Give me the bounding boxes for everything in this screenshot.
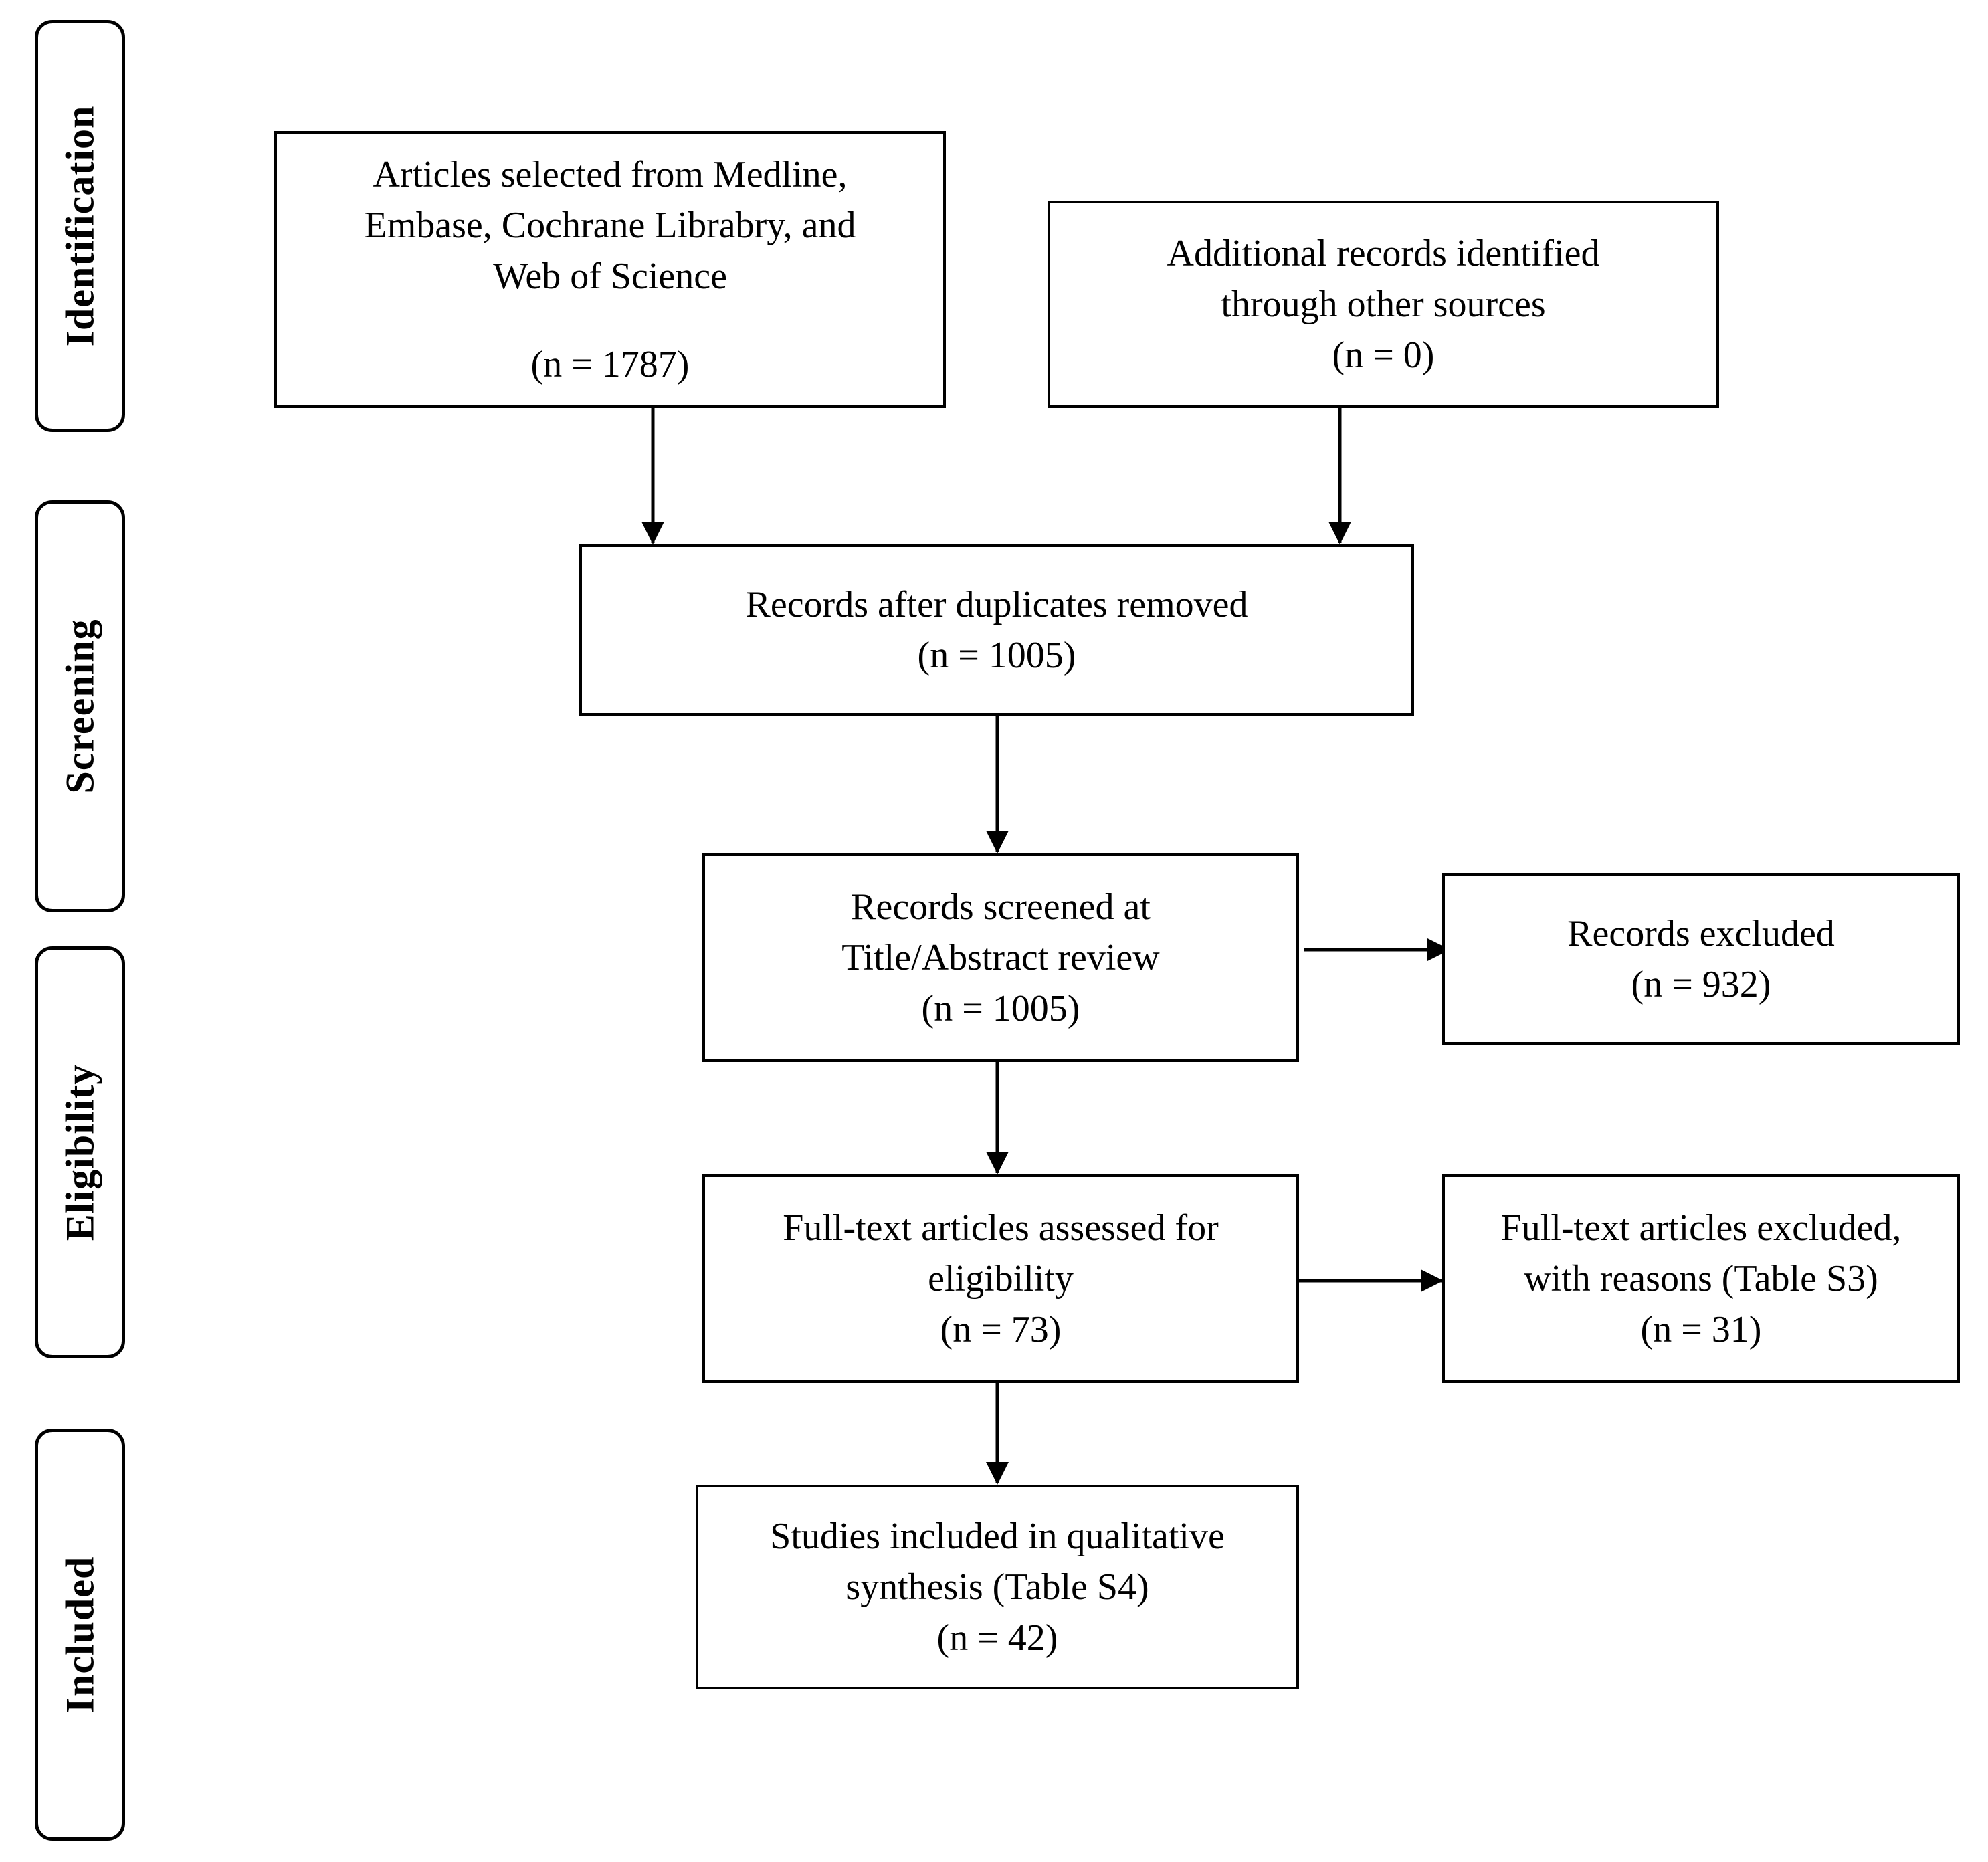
- box-excluded-count: (n = 932): [1631, 964, 1771, 1005]
- box-fulltext-excluded-line: Full-text articles excluded,: [1500, 1207, 1902, 1249]
- box-included-studies: Studies included in qualitative synthesi…: [696, 1485, 1299, 1689]
- box-excluded-line: Records excluded: [1567, 913, 1835, 954]
- box-screened-count: (n = 1005): [921, 988, 1080, 1029]
- phase-screening: Screening: [35, 500, 125, 912]
- box-duplicates-removed: Records after duplicates removed (n = 10…: [579, 544, 1414, 716]
- box-duplicates-removed-line: Records after duplicates removed: [745, 584, 1248, 625]
- box-fulltext-assessed-count: (n = 73): [940, 1309, 1062, 1350]
- box-excluded: Records excluded (n = 932): [1442, 873, 1960, 1045]
- box-screened-line: Records screened at: [851, 886, 1151, 928]
- box-other-sources: Additional records identified through ot…: [1048, 201, 1719, 408]
- box-other-sources-line: Additional records identified: [1167, 233, 1600, 274]
- box-other-sources-line: through other sources: [1221, 284, 1546, 325]
- box-fulltext-excluded: Full-text articles excluded, with reason…: [1442, 1174, 1960, 1383]
- box-fulltext-excluded-count: (n = 31): [1640, 1309, 1762, 1350]
- box-fulltext-assessed: Full-text articles assessed for eligibil…: [702, 1174, 1299, 1383]
- box-fulltext-assessed-line: eligibility: [928, 1258, 1074, 1300]
- box-databases: Articles selected from Medline, Embase, …: [274, 131, 946, 408]
- phase-eligibility: Eligibility: [35, 946, 125, 1358]
- phase-included: Included: [35, 1429, 125, 1841]
- box-databases-line: Web of Science: [493, 255, 727, 297]
- box-included-studies-line: synthesis (Table S4): [846, 1566, 1149, 1608]
- box-included-studies-line: Studies included in qualitative: [770, 1516, 1225, 1557]
- box-included-studies-count: (n = 42): [936, 1617, 1058, 1659]
- box-screened: Records screened at Title/Abstract revie…: [702, 853, 1299, 1062]
- box-duplicates-removed-count: (n = 1005): [917, 635, 1076, 676]
- box-databases-count: (n = 1787): [530, 344, 690, 385]
- box-databases-line: Embase, Cochrane Librabry, and: [364, 205, 856, 246]
- phase-identification: Identification: [35, 20, 125, 432]
- box-databases-line: Articles selected from Medline,: [373, 154, 848, 195]
- box-screened-line: Title/Abstract review: [841, 937, 1160, 978]
- box-fulltext-assessed-line: Full-text articles assessed for: [783, 1207, 1219, 1249]
- box-other-sources-count: (n = 0): [1332, 334, 1435, 376]
- box-fulltext-excluded-line: with reasons (Table S3): [1524, 1258, 1878, 1300]
